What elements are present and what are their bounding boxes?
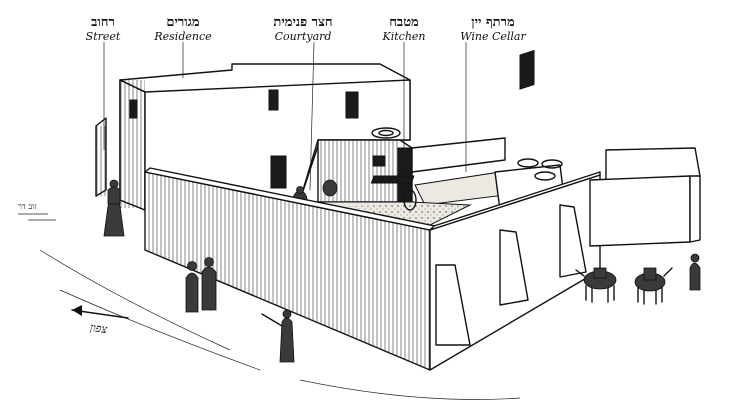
label-courtyard: חצר פנימית Courtyard [248, 16, 358, 42]
donkeys [575, 253, 701, 305]
label-residence-en: Residence [154, 30, 212, 43]
artist-signature: זוב דר [18, 202, 37, 211]
label-cellar-he: מרתף יין [471, 15, 515, 30]
label-courtyard-en: Courtyard [274, 30, 332, 43]
cellar-opening [370, 175, 415, 184]
label-street-he: רחוב [91, 15, 115, 30]
ground-shading [18, 213, 521, 400]
front-wall [144, 167, 436, 371]
label-residence: מגורים Residence [128, 16, 238, 42]
right-wall-door [519, 49, 535, 90]
residence-building [119, 63, 411, 211]
street-wall [95, 117, 107, 197]
label-leaders [103, 41, 467, 191]
label-cellar-en: Wine Cellar [460, 30, 526, 43]
residence-window [345, 91, 359, 119]
label-residence-he: מגורים [166, 15, 200, 30]
label-courtyard-he: חצר פנימית [273, 15, 333, 30]
residence-window [268, 89, 279, 111]
kitchen-roof-oven [371, 127, 401, 139]
label-street: רחוב Street [48, 16, 158, 42]
kitchen-window [372, 155, 386, 167]
label-cellar: מרתף יין Wine Cellar [438, 16, 548, 42]
cellar-roof-vessel [517, 158, 539, 168]
kitchen-building [317, 127, 413, 205]
north-arrow [71, 305, 129, 319]
label-kitchen-he: מטבח [389, 15, 419, 30]
cellar-roof-vessel [541, 159, 563, 169]
north-arrow-label: צפון [89, 320, 108, 337]
cellar-roof-vessel [534, 171, 556, 181]
label-street-en: Street [85, 30, 121, 43]
label-kitchen: מטבח Kitchen [349, 16, 459, 42]
street-figures [103, 179, 295, 363]
residence-window-side [129, 99, 138, 119]
annex-building [589, 147, 701, 247]
label-kitchen-en: Kitchen [382, 30, 426, 43]
residence-door [270, 155, 287, 189]
